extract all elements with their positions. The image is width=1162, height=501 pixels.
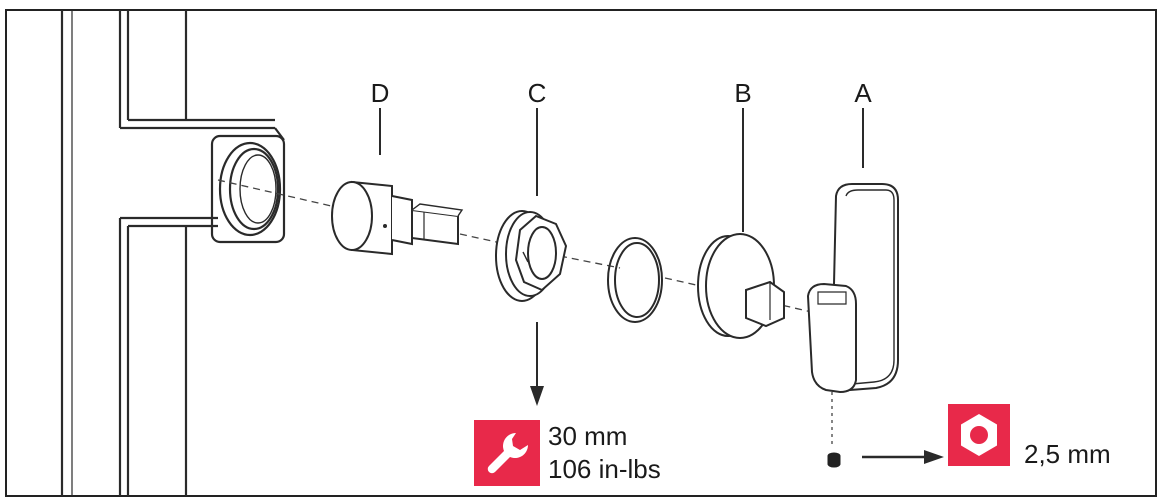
- nut-spec: 30 mm 106 in-lbs: [548, 420, 661, 487]
- screw-spec-arrow: [862, 450, 944, 464]
- part-d-lock-cylinder: [331, 180, 464, 256]
- set-screw: [827, 452, 841, 468]
- part-label-d: D: [370, 78, 390, 108]
- part-b-cap: [697, 233, 785, 339]
- wrench-icon: [474, 420, 540, 486]
- part-label-c: C: [527, 78, 547, 108]
- diagram-border: [5, 9, 1157, 497]
- hex-key-icon: [948, 404, 1010, 466]
- label-leaders: [379, 108, 864, 232]
- frame-profile: [60, 10, 286, 496]
- part-label-a: A: [854, 78, 872, 108]
- nut-spec-arrow: [530, 322, 544, 406]
- hex-key-size-text: 2,5 mm: [1024, 439, 1111, 469]
- part-label-b: B: [734, 78, 752, 108]
- part-c-nut: [495, 210, 568, 302]
- part-a-handle: [806, 183, 899, 394]
- socket-size-text: 30 mm: [548, 421, 628, 451]
- torque-text: 106 in-lbs: [548, 454, 661, 485]
- o-ring: [607, 237, 663, 323]
